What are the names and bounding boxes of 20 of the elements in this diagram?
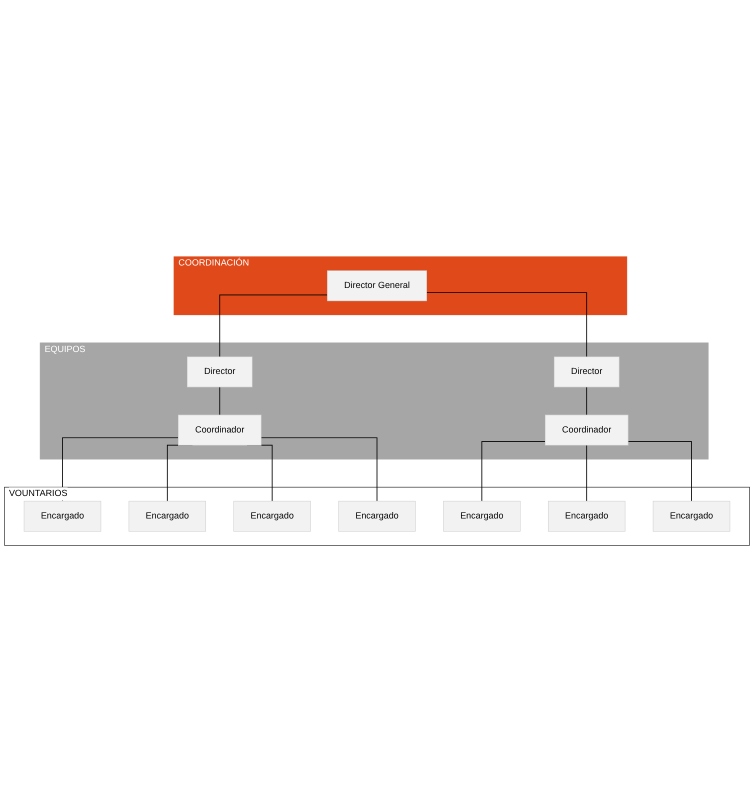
node-box: Director: [187, 356, 252, 388]
connector: [586, 386, 588, 416]
node-box: Encargado: [652, 500, 730, 532]
node-box: Encargado: [128, 500, 206, 532]
node-box: Coordinador: [544, 414, 628, 446]
node-box: Director: [554, 356, 620, 388]
connector: [426, 292, 588, 358]
node-box: Director General: [327, 270, 427, 302]
node-box: Encargado: [338, 500, 416, 532]
node-box: Encargado: [233, 500, 311, 532]
connector: [628, 441, 692, 502]
connector: [219, 386, 220, 416]
node-box: Encargado: [24, 500, 102, 532]
connector: [260, 437, 378, 502]
node-box: Coordinador: [178, 414, 262, 446]
connector: [481, 441, 546, 502]
node-box: Encargado: [443, 500, 521, 532]
connector: [219, 294, 328, 358]
node-box: Encargado: [548, 500, 626, 532]
connector: [586, 444, 588, 502]
